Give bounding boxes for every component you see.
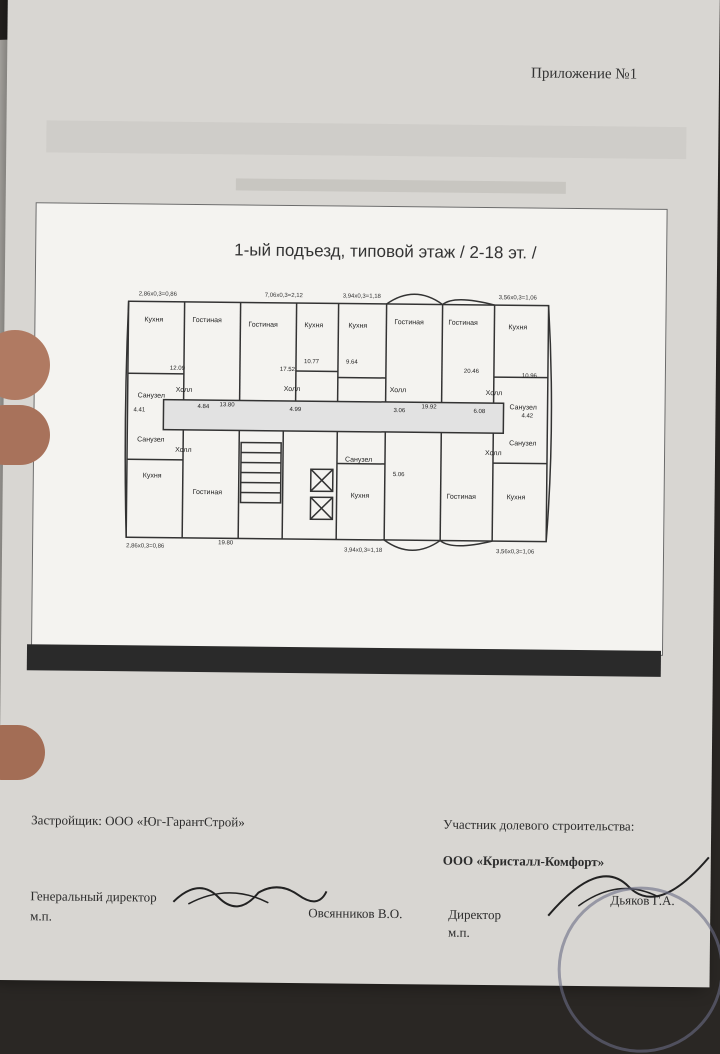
dim-top-2: 7,06х0,3=2,12 <box>265 293 304 299</box>
appendix-label: Приложение №1 <box>531 65 637 83</box>
area-label: 3.06 <box>393 408 405 414</box>
area-label: 4.41 <box>133 407 145 413</box>
room-kitchen: Кухня <box>143 472 162 479</box>
area-label: 10.96 <box>522 373 538 379</box>
floor-plan-drawing: 2,86х0,3=0,86 7,06х0,3=2,12 3,94х0,3=1,1… <box>122 281 565 576</box>
director-title: Директор <box>448 907 501 924</box>
room-bath: Санузел <box>138 392 165 399</box>
area-label: 10.77 <box>304 359 320 365</box>
room-living: Гостиная <box>394 319 424 326</box>
room-living: Гостиная <box>447 494 477 501</box>
area-label: 9.64 <box>346 360 358 366</box>
bleed-through-text <box>236 178 566 193</box>
area-label: 19.92 <box>422 404 438 410</box>
developer-label: Застройщик: ООО «Юг-ГарантСтрой» <box>31 812 245 830</box>
room-hall: Холл <box>175 447 192 454</box>
dim-top-4: 3,56х0,3=1,06 <box>499 295 538 301</box>
area-label: 4.84 <box>198 404 210 410</box>
room-kitchen: Кухня <box>507 494 526 501</box>
plan-title: 1-ый подъезд, типовой этаж / 2-18 эт. / <box>234 240 537 263</box>
room-kitchen: Кухня <box>144 316 163 323</box>
area-label: 19.80 <box>218 540 234 546</box>
area-label: 5.06 <box>393 472 405 478</box>
participant-label: Участник долевого строительства: <box>443 817 634 835</box>
room-bath: Санузел <box>510 404 537 411</box>
area-label: 6.08 <box>473 409 485 415</box>
signature-left <box>168 872 328 914</box>
room-kitchen: Кухня <box>351 493 370 500</box>
room-living: Гостиная <box>192 317 222 324</box>
room-kitchen: Кухня <box>348 323 367 330</box>
area-label: 4.42 <box>521 413 533 419</box>
room-bath: Санузел <box>345 457 372 464</box>
dim-bottom-3: 3,56х0,3=1,06 <box>496 549 535 555</box>
area-label: 12.09 <box>170 366 186 372</box>
room-living: Гостиная <box>248 322 278 329</box>
room-hall: Холл <box>176 387 193 394</box>
room-bath: Санузел <box>509 440 536 447</box>
room-bath: Санузел <box>137 436 164 443</box>
room-hall: Холл <box>390 387 407 394</box>
floor-plan-bottom-bar <box>27 644 661 677</box>
room-kitchen: Кухня <box>304 322 323 329</box>
area-label: 4.99 <box>289 407 301 413</box>
room-hall: Холл <box>486 390 503 397</box>
dim-top-1: 2,86х0,3=0,86 <box>139 291 178 297</box>
gen-director-title: Генеральный директор <box>30 888 156 905</box>
room-living: Гостиная <box>448 320 478 327</box>
document-page: Приложение №1 1-ый подъезд, типовой этаж… <box>0 0 720 987</box>
room-hall: Холл <box>485 450 502 457</box>
dim-bottom-1: 2,86х0,3=0,86 <box>126 543 165 549</box>
dim-bottom-2: 3,94х0,3=1,18 <box>344 548 383 554</box>
bleed-through-text <box>46 120 686 159</box>
room-kitchen: Кухня <box>508 324 527 331</box>
stamp-place-left: м.п. <box>30 908 52 924</box>
area-label: 20.46 <box>464 369 480 375</box>
room-hall: Холл <box>284 386 301 393</box>
area-label: 17.52 <box>280 367 296 373</box>
area-label: 13.80 <box>220 402 236 408</box>
stamp-place-right: м.п. <box>448 925 470 941</box>
dim-top-3: 3,94х0,3=1,18 <box>343 294 382 300</box>
company-seal <box>557 886 720 1054</box>
room-living: Гостиная <box>193 489 223 496</box>
